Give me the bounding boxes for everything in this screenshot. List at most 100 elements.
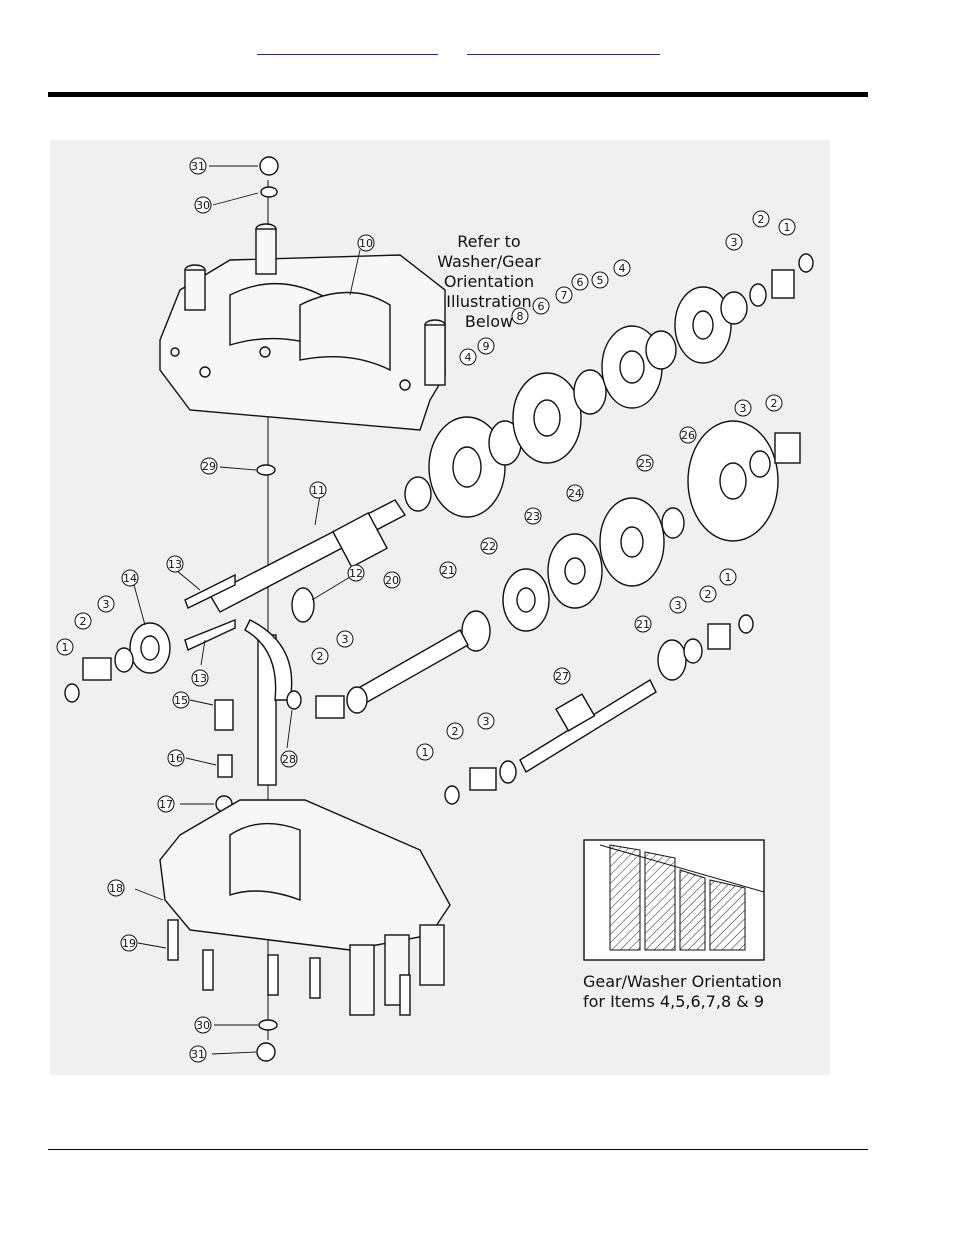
callout-22: 22	[480, 537, 498, 555]
svg-text:24: 24	[568, 487, 582, 500]
note-top-line3: Below	[464, 312, 514, 331]
svg-text:4: 4	[465, 351, 472, 364]
callout-2: 2	[765, 394, 783, 412]
callout-10: 10	[357, 234, 375, 252]
svg-text:29: 29	[202, 460, 216, 473]
callout-17: 17	[157, 795, 175, 813]
callout-18: 18	[107, 879, 125, 897]
note-top-line2: Orientation Illustration	[443, 272, 535, 311]
callout-11: 11	[309, 481, 327, 499]
svg-text:11: 11	[311, 484, 325, 497]
svg-text:25: 25	[638, 457, 652, 470]
svg-text:21: 21	[636, 618, 650, 631]
svg-text:31: 31	[191, 160, 205, 173]
callout-19: 19	[120, 934, 138, 952]
callout-1: 1	[416, 743, 434, 761]
svg-text:6: 6	[577, 276, 584, 289]
svg-text:21: 21	[441, 564, 455, 577]
upper-housing	[159, 223, 446, 431]
svg-text:1: 1	[422, 746, 429, 759]
svg-text:16: 16	[169, 752, 183, 765]
svg-text:22: 22	[482, 540, 496, 553]
svg-text:30: 30	[196, 199, 210, 212]
callout-3: 3	[734, 399, 752, 417]
svg-text:4: 4	[619, 262, 626, 275]
callout-27: 27	[553, 667, 571, 685]
svg-text:7: 7	[561, 289, 568, 302]
svg-text:12: 12	[349, 567, 363, 580]
callout-23: 23	[524, 507, 542, 525]
svg-text:27: 27	[555, 670, 569, 683]
callout-7: 7	[555, 286, 573, 304]
callout-31: 31	[189, 157, 207, 175]
callout-28: 28	[280, 750, 298, 768]
svg-text:31: 31	[191, 1048, 205, 1061]
callout-3: 3	[477, 712, 495, 730]
callout-3: 3	[725, 233, 743, 251]
callout-3: 3	[97, 595, 115, 613]
svg-text:3: 3	[675, 599, 682, 612]
svg-text:1: 1	[784, 221, 791, 234]
callout-3: 3	[669, 596, 687, 614]
callout-25: 25	[636, 454, 654, 472]
orientation-caption: Gear/Washer Orientation for Items 4,5,6,…	[583, 972, 783, 1012]
callout-3: 3	[336, 630, 354, 648]
callout-8: 8	[511, 307, 529, 325]
callout-1: 1	[56, 638, 74, 656]
bottom-rule	[48, 1149, 868, 1150]
callout-20: 20	[383, 571, 401, 589]
callout-30: 30	[194, 196, 212, 214]
svg-text:9: 9	[483, 340, 490, 353]
callout-16: 16	[167, 749, 185, 767]
callout-15: 15	[172, 691, 190, 709]
header-link-left[interactable]	[257, 40, 438, 55]
svg-text:28: 28	[282, 753, 296, 766]
callout-13: 13	[191, 669, 209, 687]
callout-2: 2	[74, 612, 92, 630]
svg-text:3: 3	[731, 236, 738, 249]
svg-text:30: 30	[196, 1019, 210, 1032]
callout-29: 29	[200, 457, 218, 475]
svg-text:18: 18	[109, 882, 123, 895]
svg-text:2: 2	[317, 650, 324, 663]
svg-text:8: 8	[517, 310, 524, 323]
svg-text:3: 3	[740, 402, 747, 415]
svg-text:2: 2	[452, 725, 459, 738]
svg-text:2: 2	[771, 397, 778, 410]
header-link-right[interactable]	[467, 40, 660, 55]
svg-text:13: 13	[168, 558, 182, 571]
svg-text:15: 15	[174, 694, 188, 707]
note-bottom-line1: Gear/Washer Orientation	[583, 972, 782, 991]
callout-2: 2	[446, 722, 464, 740]
callout-1: 1	[719, 568, 737, 586]
callout-5: 5	[591, 271, 609, 289]
svg-text:3: 3	[342, 633, 349, 646]
callout-4: 4	[459, 348, 477, 366]
svg-text:14: 14	[123, 572, 137, 585]
callout-21: 21	[439, 561, 457, 579]
callout-30: 30	[194, 1016, 212, 1034]
callout-14: 14	[121, 569, 139, 587]
svg-text:13: 13	[193, 672, 207, 685]
svg-text:2: 2	[705, 588, 712, 601]
callout-1: 1	[778, 218, 796, 236]
callout-21: 21	[634, 615, 652, 633]
note-bottom-line2: for Items 4,5,6,7,8 & 9	[583, 992, 764, 1011]
svg-text:3: 3	[483, 715, 490, 728]
svg-text:2: 2	[80, 615, 87, 628]
callout-4: 4	[613, 259, 631, 277]
svg-text:20: 20	[385, 574, 399, 587]
note-top-line1: Refer to Washer/Gear	[437, 232, 541, 271]
callout-24: 24	[566, 484, 584, 502]
svg-text:26: 26	[681, 429, 695, 442]
callout-13: 13	[166, 555, 184, 573]
svg-text:5: 5	[597, 274, 604, 287]
callout-9: 9	[477, 337, 495, 355]
callout-6: 6	[571, 273, 589, 291]
callout-6: 6	[532, 297, 550, 315]
orientation-reference-note: Refer to Washer/Gear Orientation Illustr…	[404, 232, 574, 332]
svg-text:17: 17	[159, 798, 173, 811]
svg-text:19: 19	[122, 937, 136, 950]
callout-12: 12	[347, 564, 365, 582]
